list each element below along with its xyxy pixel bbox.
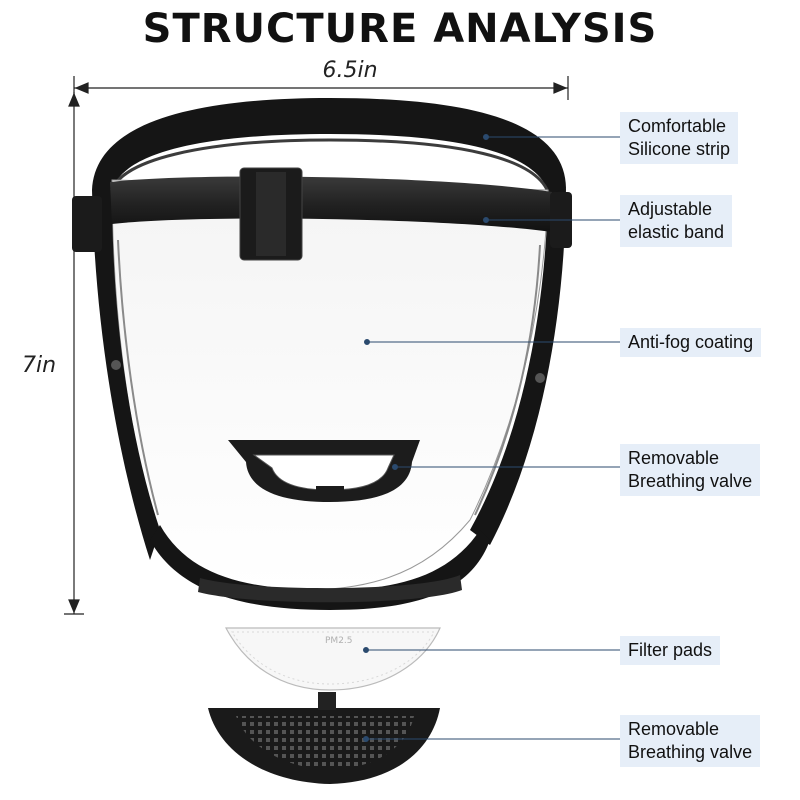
callout-line: Silicone strip	[628, 139, 731, 159]
callout-valve-cover: Removable Breathing valve	[620, 715, 761, 767]
breathing-valve	[228, 440, 420, 502]
valve-cover	[208, 692, 440, 784]
chin-frame	[150, 525, 490, 610]
callout-anti-fog: Anti-fog coating	[620, 328, 762, 357]
height-dimension-label: 7in	[22, 353, 57, 378]
callout-filter-pads: Filter pads	[620, 636, 721, 665]
callout-line: Adjustable	[628, 199, 713, 219]
width-dimension-arrow	[73, 76, 569, 100]
callout-line: Removable	[628, 448, 720, 468]
callout-line: Breathing valve	[628, 742, 753, 762]
callout-line: Breathing valve	[628, 471, 753, 491]
callout-line: Removable	[628, 719, 720, 739]
diagram-title: STRUCTURE ANALYSIS	[142, 6, 658, 52]
clear-lens	[92, 179, 566, 591]
filter-pad-marking: PM2.5	[325, 636, 353, 646]
elastic-band	[72, 167, 572, 261]
callout-silicone-strip: Comfortable Silicone strip	[620, 112, 739, 164]
callout-line: Anti-fog coating	[628, 332, 754, 352]
callout-line: elastic band	[628, 222, 725, 242]
callout-line: Filter pads	[628, 640, 713, 660]
leader-lines	[363, 134, 620, 742]
callout-line: Comfortable	[628, 116, 727, 136]
width-dimension-label: 6.5in	[322, 58, 378, 83]
callout-elastic-band: Adjustable elastic band	[620, 195, 733, 247]
silicone-strip-frame	[92, 98, 566, 201]
height-dimension-arrow	[64, 92, 84, 615]
callout-breathing-valve: Removable Breathing valve	[620, 444, 761, 496]
filter-pad: PM2.5	[225, 627, 441, 691]
